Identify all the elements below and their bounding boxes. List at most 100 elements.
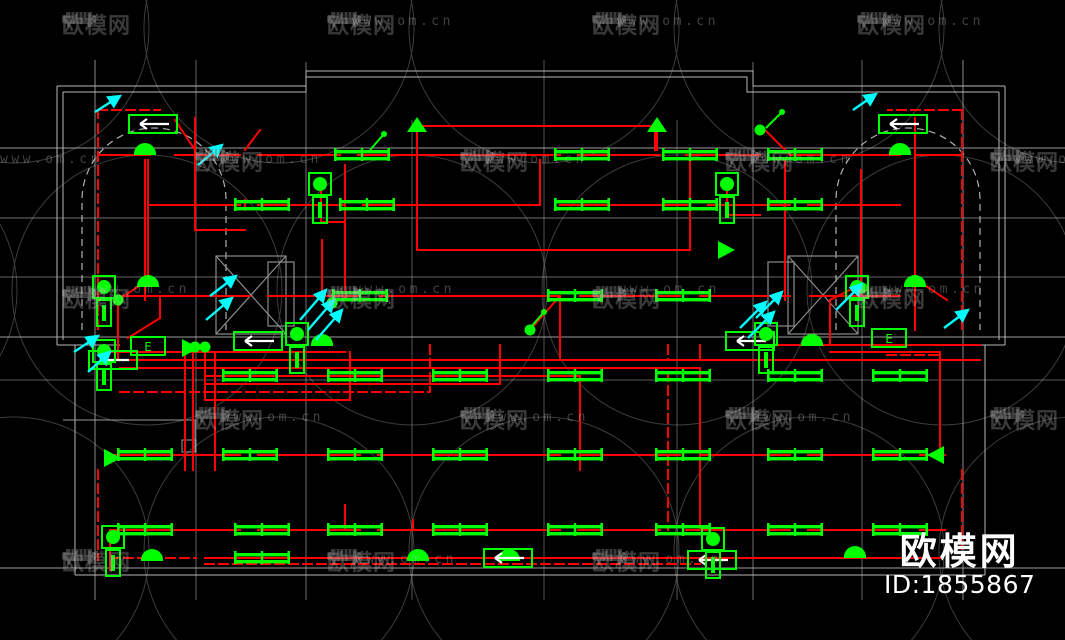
- watermark-logo-tile: 欧模网: [592, 8, 661, 40]
- watermark-logo-text: 欧模网: [592, 14, 662, 39]
- main-watermark: 欧模网 ID:1855867: [884, 532, 1035, 600]
- sofa-icon: [857, 12, 891, 27]
- earth-label-right: E: [885, 332, 893, 346]
- watermark-url-tile: www.om.cn: [883, 282, 985, 297]
- watermark-logo-text: 欧模网: [990, 409, 1060, 434]
- watermark-logo-tile: 欧模网: [327, 8, 396, 40]
- watermark-url-tile: www.om.cn: [620, 552, 722, 567]
- watermark-logo-tile: 欧模网: [725, 403, 794, 435]
- watermark-logo-text: 欧模网: [195, 409, 265, 434]
- watermark-url-text: www.om.cn: [353, 282, 455, 297]
- watermark-logo-text: 欧模网: [327, 14, 397, 39]
- sofa-icon: [460, 149, 494, 164]
- sofa-icon: [460, 407, 494, 422]
- watermark-url-text: www.om.cn: [222, 410, 324, 425]
- watermark-logo-text: 欧模网: [460, 409, 530, 434]
- sofa-icon: [327, 12, 361, 27]
- watermark-url-tile: www.om.cn: [487, 410, 589, 425]
- watermark-logo-tile: 欧模网: [592, 545, 661, 577]
- sofa-icon: [990, 407, 1024, 422]
- watermark-url-text: www.om.cn: [352, 14, 454, 29]
- watermark-logo-tile: 欧模网: [62, 282, 131, 314]
- watermark-logo-tile: 欧模网: [592, 282, 661, 314]
- sofa-icon: [195, 407, 229, 422]
- watermark-url-tile: www.om.cn: [485, 152, 587, 167]
- sofa-icon: [990, 149, 1024, 164]
- watermark-url-text: www.om.cn: [355, 552, 457, 567]
- watermark-url-text: www.om.cn: [88, 282, 190, 297]
- watermark-brand: 欧模网: [899, 530, 1020, 573]
- watermark-url-tile: www.om.cn: [617, 14, 719, 29]
- watermark-logo-text: 欧模网: [725, 409, 795, 434]
- watermark-logo-tile: 欧模网: [725, 145, 794, 177]
- watermark-logo-tile: 欧模网: [460, 145, 529, 177]
- watermark-logo-text: 欧模网: [857, 288, 927, 313]
- sofa-icon: [592, 12, 626, 27]
- watermark-url-tile: www.om.cn: [752, 410, 854, 425]
- sofa-icon: [327, 549, 361, 564]
- sofa-icon: [327, 286, 361, 301]
- watermark-logo-text: 欧模网: [990, 151, 1060, 176]
- watermark-logo-tile: 欧模网: [460, 403, 529, 435]
- watermark-logo-text: 欧模网: [62, 551, 132, 576]
- watermark-logo-text: 欧模网: [857, 14, 927, 39]
- watermark-url-tile: www.om.cn: [220, 152, 322, 167]
- watermark-url-text: www.om.cn: [618, 282, 720, 297]
- watermark-url-text: www.om.cn: [1013, 152, 1065, 167]
- watermark-url-text: www.om.cn: [882, 14, 984, 29]
- watermark-logo-text: 欧模网: [62, 14, 132, 39]
- watermark-url-text: www.om.cn: [220, 152, 322, 167]
- watermark-logo-text: 欧模网: [195, 151, 265, 176]
- watermark-url-tile: www.om.cn: [355, 552, 457, 567]
- watermark-url-text: www.om.cn: [485, 152, 587, 167]
- watermark-logo-tile: 欧模网: [62, 545, 131, 577]
- watermark-url-text: www.om.cn: [487, 410, 589, 425]
- sofa-icon: [592, 286, 626, 301]
- watermark-logo-tile: 欧模网: [195, 145, 264, 177]
- watermark-logo-text: 欧模网: [592, 551, 662, 576]
- watermark-url-text: www.om.cn: [750, 152, 852, 167]
- watermark-url-text: www.om.cn: [0, 152, 102, 167]
- watermark-url-tile: www.om.cn: [0, 152, 102, 167]
- watermark-url-tile: www.om.cn: [882, 14, 984, 29]
- watermark-logo-text: 欧模网: [327, 551, 397, 576]
- watermark-url-text: www.om.cn: [620, 552, 722, 567]
- watermark-url-tile: www.om.cn: [222, 410, 324, 425]
- watermark-logo-tile: 欧模网: [990, 403, 1059, 435]
- watermark-logo-tile: 欧模网: [990, 145, 1059, 177]
- watermark-logo-tile: 欧模网: [857, 282, 926, 314]
- watermark-url-text: www.om.cn: [617, 14, 719, 29]
- watermark-logo-tile: 欧模网: [327, 545, 396, 577]
- watermark-url-tile: www.om.cn: [618, 282, 720, 297]
- watermark-url-tile: www.om.cn: [1013, 152, 1065, 167]
- watermark-url-text: www.om.cn: [883, 282, 985, 297]
- sofa-icon: [725, 149, 759, 164]
- watermark-url-tile: www.om.cn: [88, 282, 190, 297]
- watermark-url-text: www.om.cn: [752, 410, 854, 425]
- watermark-url-tile: www.om.cn: [750, 152, 852, 167]
- watermark-url-tile: www.om.cn: [352, 14, 454, 29]
- earth-box-left: E: [130, 336, 166, 356]
- watermark-logo-tile: 欧模网: [857, 8, 926, 40]
- watermark-logo-text: 欧模网: [725, 151, 795, 176]
- sofa-icon: [62, 549, 96, 564]
- watermark-logo-text: 欧模网: [327, 288, 397, 313]
- earth-box-right: E: [871, 328, 907, 348]
- sofa-icon: [725, 407, 759, 422]
- watermark-logo-tile: 欧模网: [62, 8, 131, 40]
- sofa-icon: [195, 149, 229, 164]
- watermark-logo-tile: 欧模网: [195, 403, 264, 435]
- sofa-icon: [857, 286, 891, 301]
- watermark-logo-text: 欧模网: [592, 288, 662, 313]
- sofa-icon: [62, 286, 96, 301]
- watermark-logo-text: 欧模网: [62, 288, 132, 313]
- earth-label-left: E: [144, 340, 152, 354]
- watermark-logo-text: 欧模网: [460, 151, 530, 176]
- watermark-id: ID:1855867: [884, 570, 1036, 600]
- sofa-icon: [592, 549, 626, 564]
- watermark-url-tile: www.om.cn: [353, 282, 455, 297]
